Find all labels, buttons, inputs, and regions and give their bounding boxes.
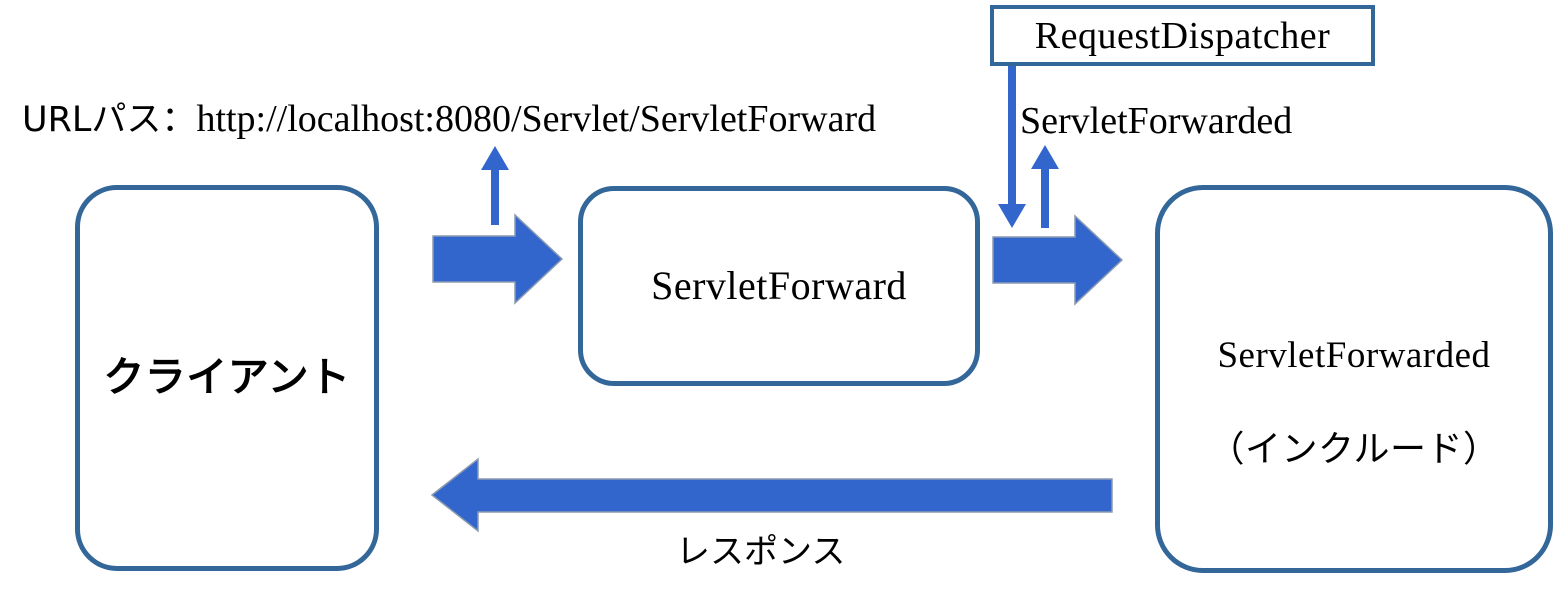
- node-servlet-forwarded-label: ServletForwarded （インクルード）: [1209, 284, 1500, 473]
- url-path-text: URLパス：http://localhost:8080/Servlet/Serv…: [22, 100, 876, 138]
- node-client[interactable]: クライアント: [75, 185, 379, 571]
- url-path-value: http://localhost:8080/Servlet/ServletFor…: [196, 98, 877, 140]
- node-servlet-forward-label: ServletForward: [651, 263, 907, 308]
- node-servlet-forwarded-label-line2: （インクルード）: [1208, 429, 1500, 471]
- node-servlet-forwarded-label-line1: ServletForwarded: [1217, 334, 1491, 376]
- node-request-dispatcher[interactable]: RequestDispatcher: [990, 5, 1375, 66]
- arrow-url-pointer: [481, 146, 509, 225]
- node-servlet-forwarded[interactable]: ServletForwarded （インクルード）: [1155, 185, 1553, 573]
- response-label: レスポンス: [676, 532, 846, 572]
- servlet-forwarded-callout-text: ServletForwarded: [1020, 100, 1293, 142]
- arrow-forward-to-forwarded: [992, 214, 1124, 306]
- arrow-forwarded-name-up: [1031, 145, 1059, 228]
- arrow-request-client-to-forward: [432, 213, 564, 305]
- node-client-label: クライアント: [103, 353, 351, 402]
- arrow-dispatcher-down: [998, 64, 1026, 228]
- arrow-response-to-client: [430, 457, 1113, 533]
- node-request-dispatcher-label: RequestDispatcher: [1034, 14, 1331, 57]
- url-path-prefix: URLパス：: [22, 100, 197, 140]
- node-servlet-forward[interactable]: ServletForward: [578, 186, 980, 386]
